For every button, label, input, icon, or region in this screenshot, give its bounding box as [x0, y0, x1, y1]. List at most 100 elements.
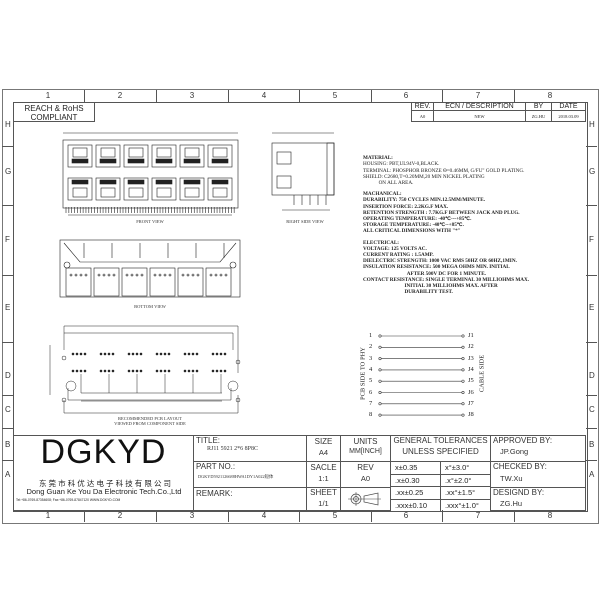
ruler-row-left: C [5, 405, 11, 414]
port-opening [123, 144, 149, 168]
bottom-port [205, 267, 232, 297]
schematic-pin-number: 8 [369, 411, 373, 419]
ruler-row-left: F [5, 235, 10, 244]
ruler-col-bottom: 1 [45, 511, 51, 520]
port-contact-window [100, 187, 116, 198]
ruler-col-bottom: 8 [547, 511, 553, 520]
port-contacts [99, 179, 117, 185]
schematic-terminal [461, 379, 465, 383]
bottom-pin [209, 273, 213, 277]
spec-line: DURABILITY TEST. [363, 289, 453, 296]
spec-line: VOLTAGE: 125 VOLTS AC. [363, 245, 427, 252]
ruler-tick [156, 510, 157, 522]
port-contact-window [212, 147, 228, 158]
port-contact-window [72, 147, 88, 158]
pcb-hole [107, 352, 111, 356]
pcb-hole [139, 369, 143, 373]
ruler-row-right: G [589, 167, 596, 176]
schematic-jack-label: J2 [468, 343, 474, 351]
projection-symbol-icon [348, 492, 381, 506]
port-opening [67, 144, 93, 168]
pcb-hole [139, 352, 143, 356]
bottom-pin [140, 273, 144, 277]
pcb-hole [135, 369, 139, 373]
schematic-terminal [378, 357, 382, 361]
port-contact-window [156, 187, 172, 198]
size-value: A4 [318, 448, 329, 457]
port-opening [207, 177, 233, 201]
ruler-col-top: 7 [475, 91, 481, 100]
tolerances-line1: GENERAL TOLERANCES [393, 436, 488, 445]
sheet-value: 1/1 [318, 499, 329, 508]
spec-line: INSERTION FORCE: 2.2KG.F MAX. [363, 203, 449, 210]
ruler-tick [514, 90, 515, 102]
pcb-hole [215, 369, 219, 373]
bottom-pin [69, 273, 73, 277]
ruler-tick [2, 428, 13, 429]
tolerance-cell: .x±0.30 [390, 473, 441, 487]
schematic-terminal [378, 379, 382, 383]
bottom-pin [97, 273, 101, 277]
port-contact-window [212, 187, 228, 198]
side-port [276, 175, 292, 189]
schematic-terminal [378, 368, 382, 372]
ruler-tick [586, 460, 597, 461]
pcb-hole [127, 369, 131, 373]
port-opening [207, 144, 233, 168]
bottom-view-label: BOTTOM VIEW [134, 304, 166, 309]
ruler-row-right: E [589, 303, 595, 312]
ruler-row-right: B [589, 440, 595, 449]
pcb-hole [191, 369, 195, 373]
compliance-line2: COMPLIANT [30, 113, 78, 122]
bottom-pin [158, 273, 162, 277]
material-list: HOUSING: PBT,UL94V-0,BLACK.TERMINAL: PHO… [363, 161, 529, 186]
rev-value-tb: A0 [360, 474, 371, 483]
tolerance-cell: x±0.35 [390, 461, 441, 475]
port-contacts [127, 158, 145, 164]
pcb-hole [211, 352, 215, 356]
port-opening [123, 177, 149, 201]
ruler-row-right: H [589, 120, 595, 129]
side-shield [326, 142, 335, 196]
port-contacts [155, 158, 173, 164]
title-value: RJ11 5921 2*6 8P8C [207, 446, 258, 452]
ruler-tick [586, 205, 597, 206]
ruler-row-right: A [589, 470, 595, 479]
port-contacts [211, 179, 229, 185]
ruler-row-left: H [5, 120, 11, 129]
checked-label: CHECKED BY: [493, 462, 547, 471]
pcb-hole [127, 352, 131, 356]
bottom-outline [63, 242, 237, 263]
port-contacts [71, 179, 89, 185]
bottom-peg [229, 261, 237, 269]
ruler-tick [299, 90, 300, 102]
port-opening [179, 144, 205, 168]
designed-value: ZG.Hu [500, 499, 523, 508]
ruler-row-right: C [589, 405, 595, 414]
spec-line: OPERATING TEMPERATURE: -40℃---+85℃. [363, 216, 472, 223]
schematic-terminal [378, 402, 382, 406]
ruler-tick [156, 90, 157, 102]
port-opening [151, 144, 177, 168]
ruler-tick [514, 510, 515, 522]
ruler-col-top: 2 [117, 91, 123, 100]
bottom-pin [74, 273, 78, 277]
ruler-tick [2, 275, 13, 276]
bottom-pin [79, 273, 83, 277]
ruler-tick [2, 460, 13, 461]
tolerance-cell: .x°±2.0° [440, 473, 491, 487]
mechanical-title: MACHANICAL: [363, 191, 402, 198]
bottom-pin [186, 273, 190, 277]
bottom-view-drawing [59, 239, 241, 298]
port-contact-window [128, 187, 144, 198]
bottom-pin [84, 273, 88, 277]
port-contacts [155, 179, 173, 185]
inner-frame [13, 102, 588, 512]
schematic-terminal [461, 345, 465, 349]
schematic-terminal [461, 402, 465, 406]
port-contacts [183, 179, 201, 185]
size-label: SIZE [314, 437, 333, 446]
outer-frame [2, 89, 599, 524]
ruler-tick [228, 90, 229, 102]
schematic-pin-number: 5 [369, 377, 373, 385]
